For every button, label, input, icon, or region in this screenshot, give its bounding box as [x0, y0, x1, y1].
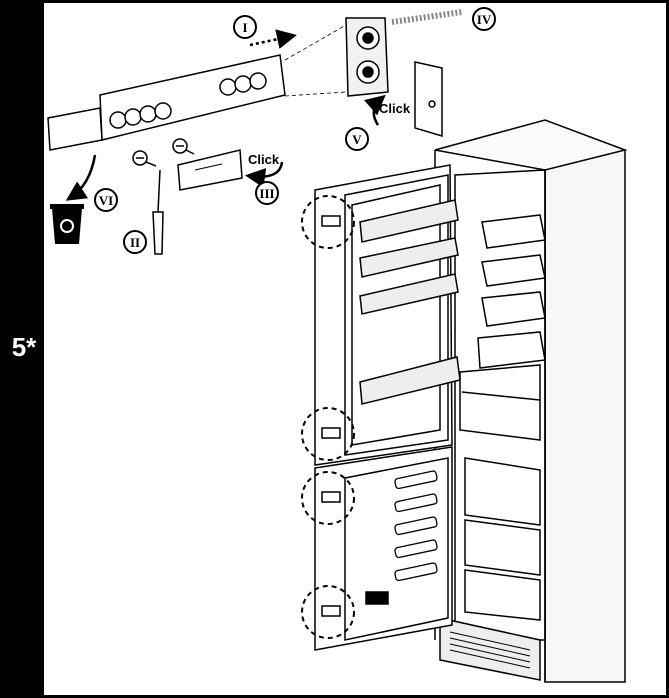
callout-iii: III	[255, 181, 279, 205]
guide-lines	[284, 24, 347, 97]
hinge-cap	[414, 61, 443, 138]
hinge-brackets	[321, 215, 341, 617]
callout-v: V	[345, 127, 369, 151]
hinge-circle-top	[301, 195, 355, 249]
callout-iv: IV	[472, 7, 496, 31]
hinge-highlights	[301, 195, 355, 639]
hinge-cover-strip	[47, 54, 286, 151]
svg-text:III: III	[259, 186, 274, 201]
svg-text:IV: IV	[477, 12, 492, 27]
screw-icon	[132, 138, 195, 167]
svg-text:VI: VI	[99, 193, 113, 208]
callout-i: I	[233, 15, 257, 39]
arrow-icon	[391, 9, 463, 25]
svg-text:II: II	[130, 235, 140, 250]
svg-text:I: I	[242, 20, 247, 35]
hinge-circle-lower-mid	[301, 471, 355, 525]
arrow-icon	[65, 29, 386, 201]
hinge-circle-bottom	[301, 585, 355, 639]
hinge-circle-upper-mid	[301, 407, 355, 461]
click-label-upper: Click	[379, 101, 411, 116]
click-label-lower: Click	[248, 152, 280, 167]
fridge-door	[314, 164, 461, 466]
fridge-cabinet	[434, 119, 628, 683]
svg-text:V: V	[352, 132, 362, 147]
small-cover	[177, 149, 243, 191]
recycle-bin-icon	[50, 204, 84, 244]
callout-vi: VI	[94, 188, 118, 212]
hinge-block	[345, 17, 389, 97]
screwdriver-icon	[152, 169, 164, 255]
freezer-door	[314, 446, 453, 651]
callout-ii: II	[123, 230, 147, 254]
step-number: 5*	[11, 332, 37, 362]
step-sidebar: 5*	[0, 0, 44, 698]
